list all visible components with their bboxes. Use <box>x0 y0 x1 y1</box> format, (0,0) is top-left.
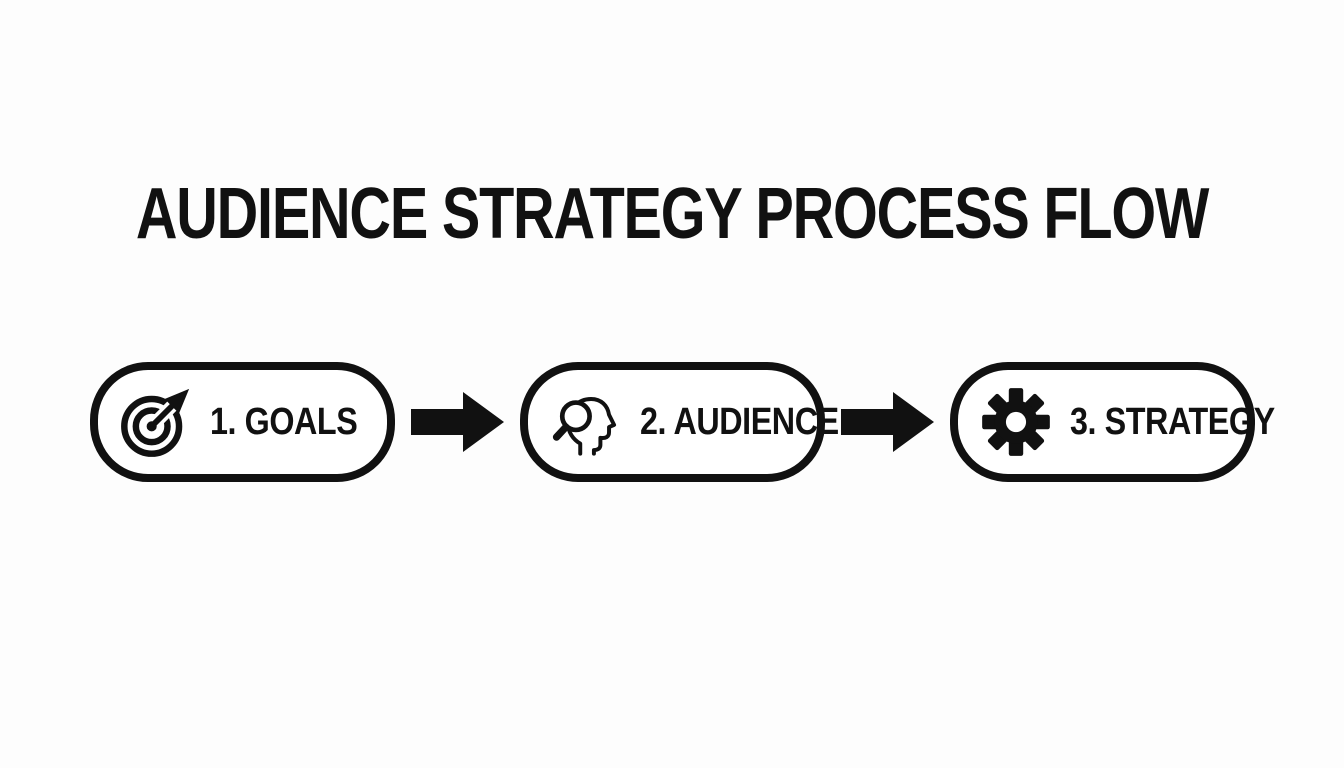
flow-step-goals: 1. GOALS <box>89 362 395 482</box>
head-search-icon <box>550 386 622 458</box>
page-title: AUDIENCE STRATEGY PROCESS FLOW <box>135 174 1210 254</box>
flow-arrow-icon <box>395 392 520 452</box>
target-bullseye-icon <box>120 386 192 458</box>
flow-step-audience: 2. AUDIENCE <box>519 362 839 482</box>
flow-step-label: 1. GOALS <box>209 400 358 443</box>
flow-step-label: 3. STRATEGY <box>1069 400 1275 443</box>
gear-icon <box>980 386 1052 458</box>
process-flow-diagram: AUDIENCE STRATEGY PROCESS FLOW 1. GOALS <box>0 178 1344 768</box>
flow-row: 1. GOALS 2. AUDIENCE <box>0 362 1344 482</box>
flow-arrow-icon <box>825 392 950 452</box>
flow-step-label: 2. AUDIENCE <box>639 400 839 443</box>
flow-step-strategy: 3. STRATEGY <box>949 362 1275 482</box>
